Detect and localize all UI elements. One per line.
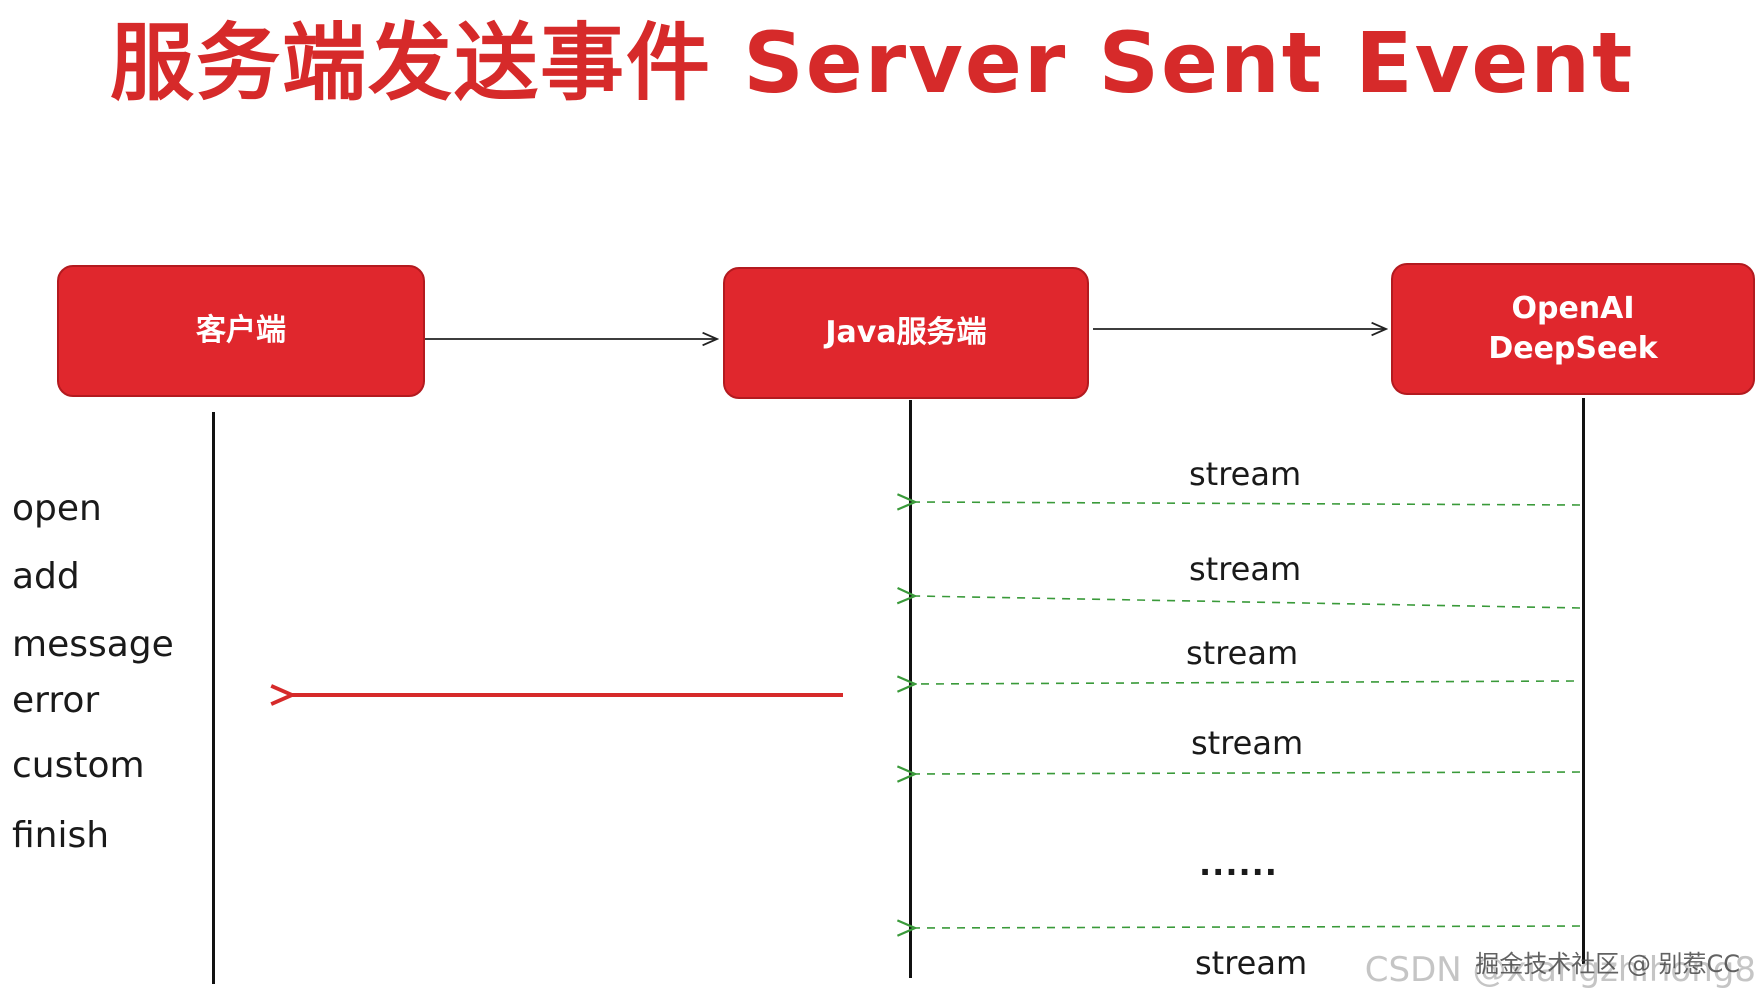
csdn-watermark: CSDN @xiangzhihong8 [1364,950,1756,990]
java-server-node-label: Java服务端 [825,315,987,350]
juejin-watermark: 掘金技术社区 @ 别惹CC [1475,950,1740,978]
ai-provider-label-deepseek: DeepSeek [1488,331,1658,366]
stream-arrow-4 [915,772,1581,774]
stream-arrow-5 [915,926,1581,928]
client-node-label: 客户端 [196,313,286,348]
event-open: open [12,488,102,529]
stream-arrow-1 [915,502,1581,505]
stream-arrow-2 [915,596,1581,609]
stream-label-1: stream [1189,455,1302,493]
event-error: error [12,680,100,721]
diagram-title: 服务端发送事件 Server Sent Event [110,14,1635,112]
ai-provider-node: OpenAI DeepSeek [1391,263,1755,395]
event-add: add [12,556,80,597]
stream-arrow-3 [915,681,1575,684]
stream-label-2: stream [1189,550,1302,588]
ai-provider-label-openai: OpenAI [1511,291,1635,326]
java-server-node: Java服务端 [723,267,1089,399]
event-message: message [12,624,174,665]
stream-label-3: stream [1186,634,1299,672]
more-streams-ellipsis: ...... [1199,845,1278,883]
event-custom: custom [12,745,145,786]
stream-label-5: stream [1195,944,1308,982]
server-lifeline [909,400,912,978]
client-lifeline [212,412,215,984]
stream-label-4: stream [1191,724,1304,762]
event-finish: finish [12,815,110,856]
ai-lifeline [1582,398,1585,964]
client-node: 客户端 [57,265,425,397]
